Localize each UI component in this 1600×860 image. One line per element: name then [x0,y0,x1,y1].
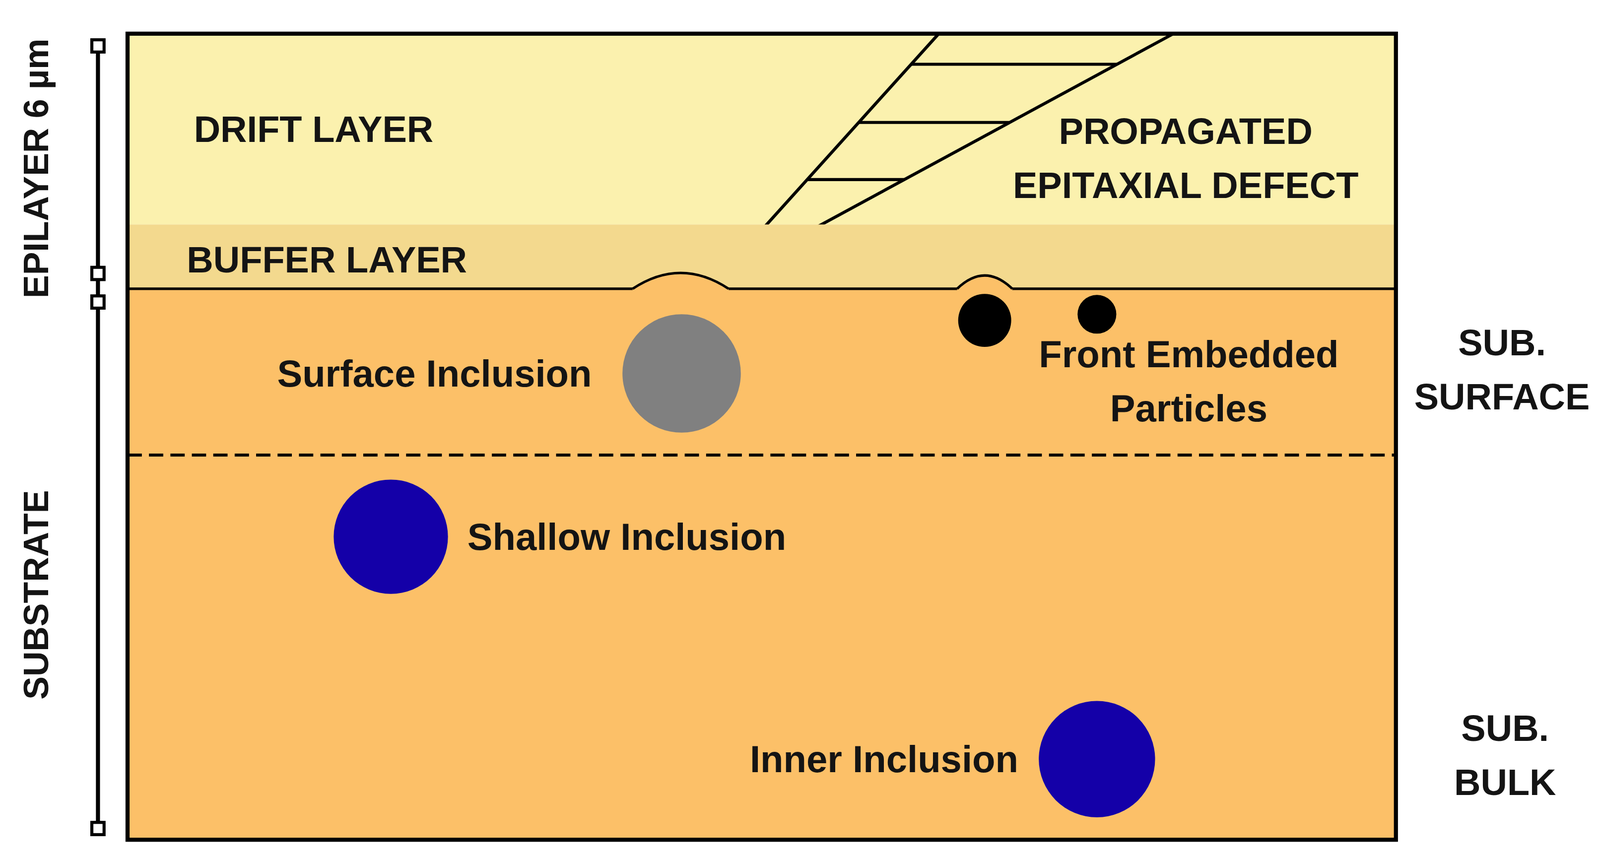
shallow-inclusion-shape [333,479,448,594]
bracket-end [91,822,105,835]
substrate-bulk-band: SUB. BULKShallow InclusionInner Inclusio… [127,455,1397,840]
layer-label: BUFFER LAYER [186,232,616,287]
substrate-surface-band: SUB. SURFACESurface InclusionFront Embed… [127,288,1397,456]
shallow-inclusion: Shallow Inclusion [333,479,448,594]
defect-label: PROPAGATED EPITAXIAL DEFECT [1001,103,1370,212]
particle-circle [958,293,1012,347]
substrate-label: SUBSTRATE [15,490,57,700]
region-label: SUB. SURFACE [1404,314,1600,423]
buffer-layer-band: BUFFER LAYER [127,224,1397,289]
particles-label: Front Embedded Particles [1020,327,1358,436]
inner-inclusion-circle [1038,701,1155,818]
surface-inclusion-circle [622,314,741,433]
inner-inclusion: Inner Inclusion [1038,701,1155,818]
layer-label: DRIFT LAYER [194,101,623,156]
surface-inclusion-shape [622,314,741,433]
shallow-inclusion-circle [333,479,448,594]
bracket-end [91,295,105,309]
region-label: SUB. BULK [1438,700,1572,809]
wafer-outline [127,33,1397,840]
particle-circle [1077,294,1117,334]
epilayer-thickness-label: EPILAYER 6 µm [15,38,57,299]
inclusion-label: Shallow Inclusion [467,509,897,564]
bracket-end [91,267,105,280]
thickness-bracket [95,46,100,829]
inclusion-label: Surface Inclusion [173,346,593,401]
embedded-particles: Front Embedded Particles [958,293,1117,347]
inner-inclusion-shape [1038,701,1155,818]
inclusion-label: Inner Inclusion [600,732,1019,787]
defect-hatch [911,62,1118,66]
drift-layer-band: DRIFT LAYER PROPAGATED EPITAXIAL DEFECT [127,33,1397,225]
bracket-end [91,39,105,53]
surface-inclusion: Surface Inclusion [622,314,741,433]
defect-hatch [807,178,905,182]
defect-hatch [858,121,1010,125]
